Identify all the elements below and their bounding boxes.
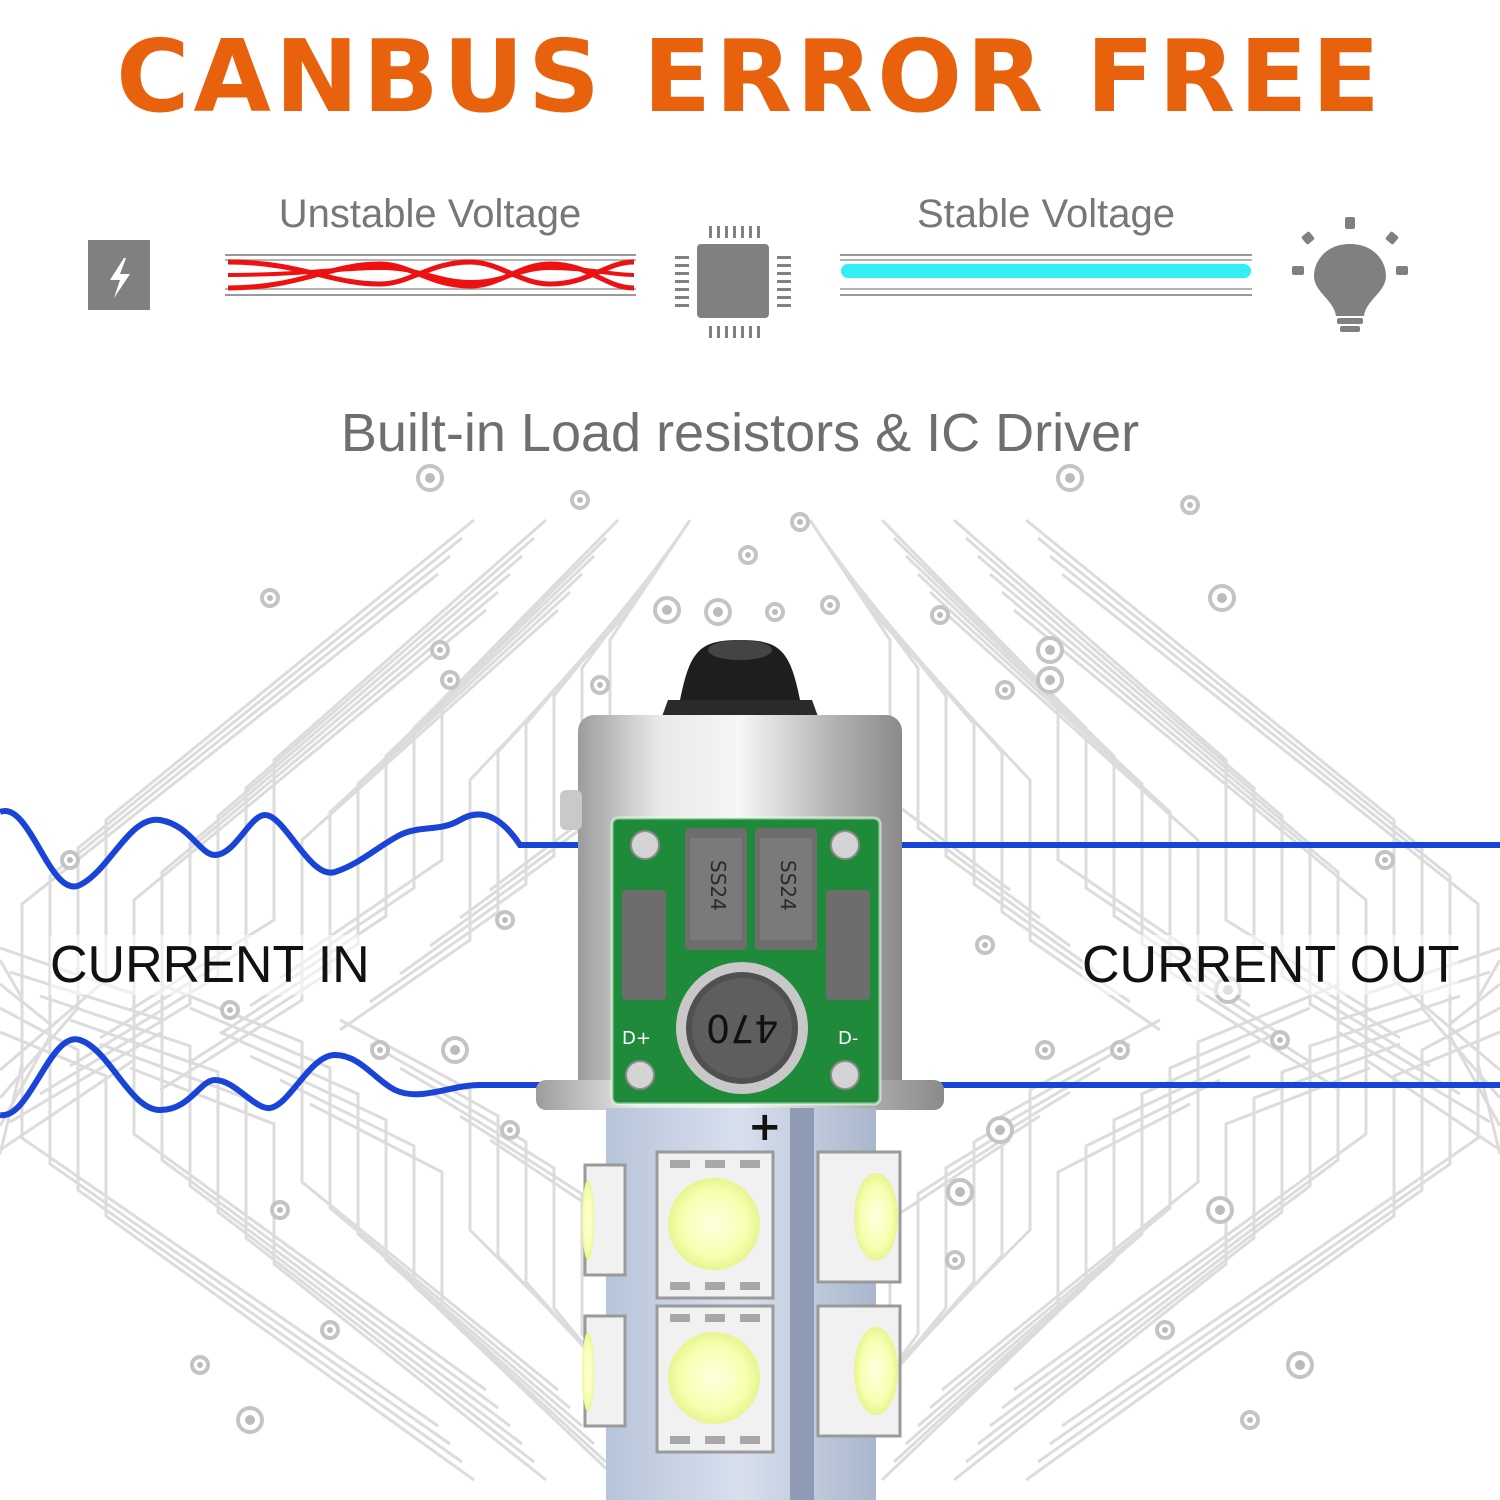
current-in-wave-top	[0, 808, 580, 890]
diode-marking-1: SS24	[706, 860, 730, 911]
stable-voltage-signal	[840, 254, 1252, 296]
unstable-voltage-signal	[225, 254, 636, 296]
driver-circuit-board	[610, 816, 882, 1106]
unstable-voltage-label: Unstable Voltage	[278, 192, 582, 236]
subtitle: Built-in Load resistors & IC Driver	[340, 403, 1140, 463]
current-in-wave-bottom	[0, 1036, 580, 1119]
inductor-marking: 470	[706, 1006, 779, 1050]
pad-label-negative: D-	[838, 1028, 859, 1049]
lightning-icon	[88, 240, 150, 310]
lightbulb-icon	[1292, 217, 1408, 332]
led-2	[668, 1332, 760, 1424]
headline: CANBUS ERROR FREE	[116, 18, 1384, 135]
polarity-plus-mark: +	[748, 1104, 782, 1150]
pad-label-positive: D+	[622, 1028, 651, 1049]
led-4	[854, 1327, 898, 1415]
chip-icon	[675, 226, 791, 338]
diode-marking-2: SS24	[776, 860, 800, 911]
led-1	[668, 1178, 760, 1270]
current-out-label: CURRENT OUT	[1082, 935, 1460, 995]
led-3	[854, 1173, 898, 1261]
bulb-contact-tip	[660, 640, 820, 722]
current-in-label: CURRENT IN	[50, 935, 370, 995]
stable-voltage-label: Stable Voltage	[917, 192, 1175, 236]
led-array	[582, 1108, 902, 1500]
